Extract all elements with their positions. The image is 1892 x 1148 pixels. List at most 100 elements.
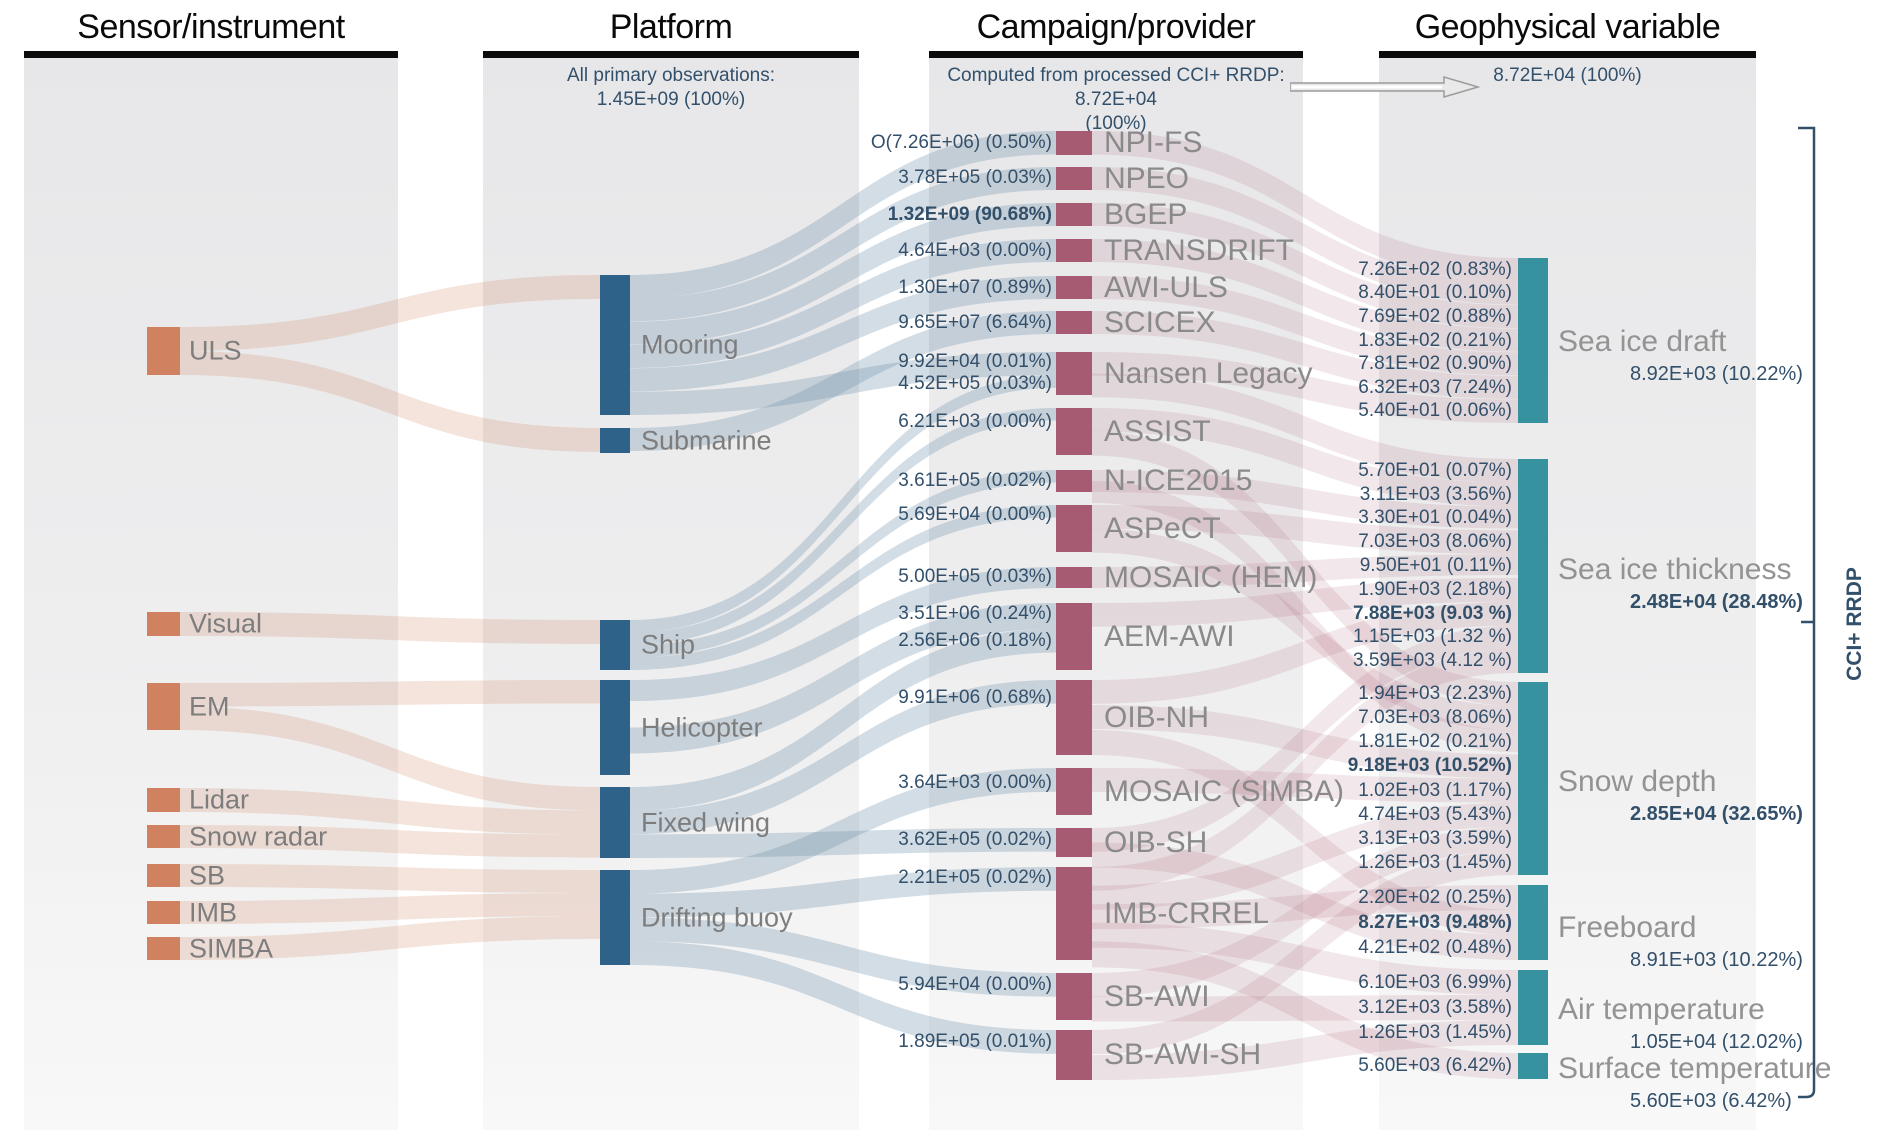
column-header-variable: Geophysical variable 8.72E+04 (100%): [1379, 8, 1756, 88]
variable-inflow-value: 7.69E+02 (0.88%): [1358, 305, 1512, 327]
campaign-value: 1.30E+07 (0.89%): [898, 277, 1052, 298]
platform-label: Fixed wing: [641, 807, 771, 837]
variable-inflow-value: 1.26E+03 (1.45%): [1358, 1021, 1512, 1043]
flow-ribbon: [1092, 802, 1518, 910]
flow-ribbon: [1092, 649, 1518, 891]
variable-inflow-value: 3.30E+01 (0.04%): [1358, 507, 1512, 529]
flow-ribbon: [630, 867, 1056, 918]
variable-total: 2.85E+04 (32.65%): [1630, 803, 1803, 825]
campaign-node: [1056, 867, 1092, 960]
campaign-label: BGEP: [1104, 197, 1188, 231]
campaign-value: 9.91E+06 (0.68%): [898, 687, 1052, 708]
flow-ribbon: [630, 768, 1056, 894]
variable-name: Surface temperature: [1558, 1052, 1832, 1085]
flow-ribbon: [1092, 481, 1518, 753]
flow-ribbon: [1092, 995, 1518, 1022]
flow-ribbon: [1092, 276, 1518, 376]
platform-node: [600, 870, 630, 965]
campaign-node: [1056, 828, 1092, 857]
flow-ribbon: [630, 680, 1056, 835]
variable-total: 8.92E+03 (10.22%): [1630, 363, 1803, 385]
variable-total: 8.91E+03 (10.22%): [1630, 949, 1803, 971]
variable-inflow-value: 7.81E+02 (0.90%): [1358, 353, 1512, 375]
sensor-label: Snow radar: [189, 821, 328, 851]
campaign-node: [1056, 505, 1092, 552]
sensor-node: [147, 612, 180, 636]
flow-ribbon: [1092, 239, 1518, 352]
campaign-node: [1056, 311, 1092, 334]
flow-ribbon: [1092, 505, 1518, 555]
variable-name: Freeboard: [1558, 911, 1697, 944]
flow-ribbon: [1092, 601, 1518, 704]
flow-ribbon: [630, 352, 1056, 415]
campaign-label: MOSAIC (HEM): [1104, 560, 1318, 594]
column-band-variable: [1379, 57, 1756, 1130]
variable-inflow-value: 9.18E+03 (10.52%): [1347, 755, 1512, 777]
variable-inflow-value: 1.94E+03 (2.23%): [1358, 683, 1512, 705]
campaign-value: 2.21E+05 (0.02%): [898, 867, 1052, 888]
flow-ribbon: [630, 375, 1056, 633]
flow-ribbon: [630, 629, 1056, 811]
campaign-value: 4.52E+05 (0.03%): [898, 373, 1052, 394]
platform-node: [600, 680, 630, 775]
campaign-node: [1056, 239, 1092, 262]
platform-node: [600, 787, 630, 858]
sensor-label: SB: [189, 860, 226, 890]
column-band-campaign: [929, 57, 1303, 1130]
flow-ribbon: [180, 680, 600, 707]
column-header-sensor: Sensor/instrument: [24, 8, 398, 58]
column-band-sensor: [24, 57, 398, 1130]
variable-node: [1518, 885, 1548, 960]
header-rule: [483, 51, 859, 58]
flow-ribbon: [1092, 577, 1518, 627]
flow-ribbon: [630, 276, 1056, 392]
sensor-label: EM: [189, 691, 230, 721]
flow-ribbon: [1092, 131, 1518, 282]
campaign-value: 1.89E+05 (0.01%): [898, 1031, 1052, 1052]
variable-inflow-value: 3.13E+03 (3.59%): [1358, 827, 1512, 849]
flow-ribbon: [630, 603, 1056, 754]
sensor-label: Lidar: [189, 784, 250, 815]
campaign-value: 3.62E+05 (0.02%): [898, 829, 1052, 850]
variable-inflow-value: 7.03E+03 (8.06%): [1358, 707, 1512, 729]
campaign-value: 5.00E+05 (0.03%): [898, 566, 1052, 587]
column-header-platform: Platform All primary observations: 1.45E…: [483, 8, 859, 112]
campaign-value: 4.64E+03 (0.00%): [898, 240, 1052, 261]
flow-ribbon: [1092, 730, 1518, 935]
sensor-node: [147, 788, 180, 812]
variable-inflow-value: 7.26E+02 (0.83%): [1358, 258, 1512, 280]
flow-ribbon: [630, 470, 1056, 658]
column-title: Platform: [609, 8, 733, 46]
platform-node: [600, 275, 630, 415]
flow-ribbon: [630, 131, 1056, 299]
rrdp-bracket: [1798, 126, 1816, 1099]
variable-node: [1518, 970, 1548, 1045]
variable-inflow-value: 1.15E+03 (1.32 %): [1353, 626, 1512, 648]
variable-inflow-value: 3.11E+03 (3.56%): [1359, 483, 1512, 505]
variable-name: Sea ice thickness: [1558, 553, 1792, 586]
campaign-label: Nansen Legacy: [1104, 356, 1313, 390]
flow-ribbon: [1092, 311, 1518, 399]
variable-node: [1518, 459, 1548, 673]
flow-ribbon: [630, 917, 1056, 997]
campaign-label: MOSAIC (SIMBA): [1104, 774, 1345, 808]
variable-name: Sea ice draft: [1558, 325, 1727, 358]
column-band-platform: [483, 57, 859, 1130]
sensor-label: Visual: [189, 608, 263, 639]
variable-total: 2.48E+04 (28.48%): [1630, 591, 1803, 613]
flow-ribbon: [1092, 528, 1518, 731]
variable-total: 1.05E+04 (12.02%): [1630, 1031, 1803, 1053]
flow-ribbon: [630, 203, 1056, 345]
campaign-node: [1056, 131, 1092, 155]
variable-inflow-value: 2.20E+02 (0.25%): [1358, 886, 1512, 908]
campaign-label: OIB-SH: [1104, 825, 1208, 859]
flow-ribbon: [630, 941, 1056, 1054]
sensor-node: [147, 864, 180, 887]
campaign-label: AEM-AWI: [1104, 619, 1235, 653]
variable-inflow-value: 6.32E+03 (7.24%): [1358, 376, 1512, 398]
variable-inflow-value: 7.88E+03 (9.03 %): [1353, 602, 1512, 624]
